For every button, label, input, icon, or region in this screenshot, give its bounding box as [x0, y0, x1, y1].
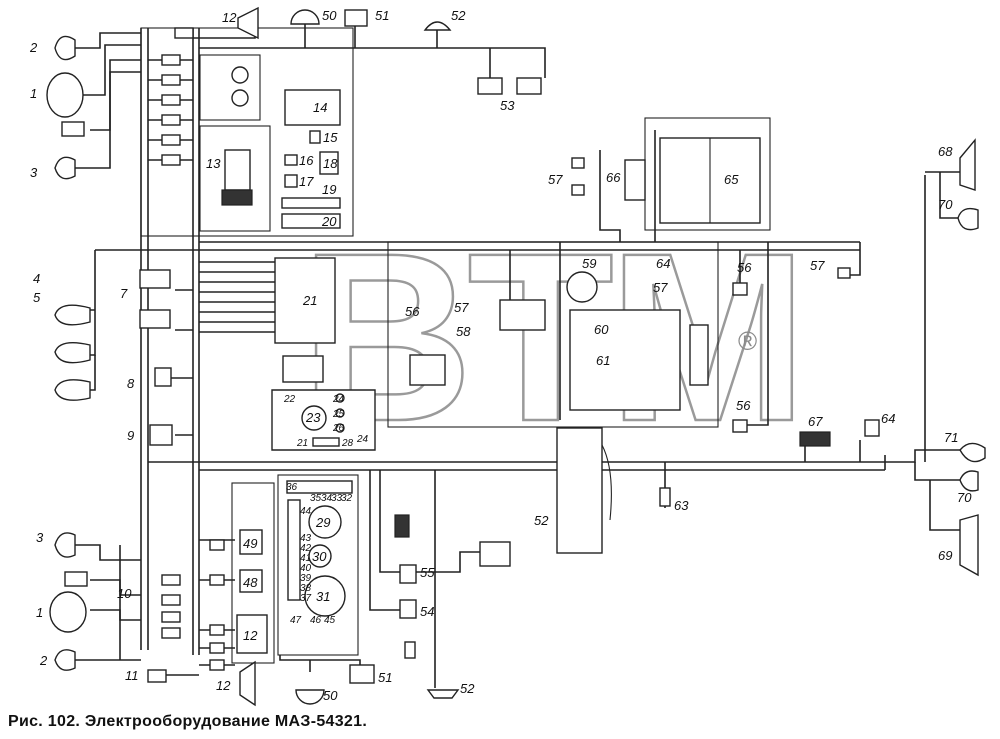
wires [72, 18, 960, 688]
label-1: 1 [30, 86, 37, 101]
label-60: 60 [594, 322, 609, 337]
label-20: 20 [321, 214, 337, 229]
label-13: 13 [206, 156, 221, 171]
label-25: 25 [332, 409, 345, 420]
label-23: 23 [305, 410, 321, 425]
label-56-lower: 56 [736, 398, 751, 413]
label-3: 3 [30, 165, 38, 180]
label-42: 42 [300, 543, 312, 554]
label-57-right: 57 [810, 258, 825, 273]
label-65: 65 [724, 172, 739, 187]
label-24-cluster: 24 [356, 434, 369, 445]
label-43: 43 [300, 533, 312, 544]
label-4: 4 [33, 271, 40, 286]
label-12-dash: 12 [243, 628, 258, 643]
label-50-lower: 50 [323, 688, 338, 703]
label-26: 26 [332, 423, 345, 434]
label-1-lower: 1 [36, 605, 43, 620]
label-67: 67 [808, 414, 823, 429]
label-52-tank: 52 [534, 513, 549, 528]
label-21: 21 [302, 293, 317, 308]
label-70-lower: 70 [957, 490, 972, 505]
label-16: 16 [299, 153, 314, 168]
label-10: 10 [117, 586, 132, 601]
label-52-lower: 52 [460, 681, 475, 696]
label-71: 71 [944, 430, 958, 445]
label-12-lower: 12 [216, 678, 231, 693]
label-7: 7 [120, 286, 128, 301]
label-52: 52 [451, 8, 466, 23]
label-53: 53 [500, 98, 515, 113]
label-31: 31 [316, 589, 330, 604]
label-48: 48 [243, 575, 258, 590]
label-37: 37 [300, 593, 312, 604]
label-66: 66 [606, 170, 621, 185]
label-39: 39 [300, 573, 312, 584]
label-56-engine: 56 [405, 304, 420, 319]
label-49: 49 [243, 536, 257, 551]
label-29: 29 [315, 515, 330, 530]
label-54: 54 [420, 604, 434, 619]
label-70-upper: 70 [938, 197, 953, 212]
label-18: 18 [323, 156, 338, 171]
label-57-upper: 57 [548, 172, 563, 187]
label-57-engine: 57 [653, 280, 668, 295]
label-34: 34 [321, 493, 333, 504]
label-56-upper: 56 [737, 260, 752, 275]
label-64-right: 64 [881, 411, 895, 426]
label-2: 2 [29, 40, 38, 55]
label-14: 14 [313, 100, 327, 115]
label-32: 32 [341, 493, 353, 504]
label-19: 19 [322, 182, 336, 197]
label-46: 46 [310, 615, 322, 626]
label-47: 47 [290, 615, 302, 626]
label-8: 8 [127, 376, 135, 391]
label-55: 55 [420, 565, 435, 580]
watermark-registered-mark: ® [738, 326, 757, 356]
label-30: 30 [312, 549, 327, 564]
label-38: 38 [300, 583, 312, 594]
label-61: 61 [596, 353, 610, 368]
label-57-mid: 57 [454, 300, 469, 315]
label-17: 17 [299, 174, 314, 189]
label-33: 33 [331, 493, 343, 504]
label-59: 59 [582, 256, 596, 271]
label-11: 11 [125, 668, 139, 683]
label-3-lower: 3 [36, 530, 44, 545]
label-12: 12 [222, 10, 237, 25]
label-51: 51 [375, 8, 389, 23]
label-69: 69 [938, 548, 952, 563]
label-9: 9 [127, 428, 134, 443]
label-45: 45 [324, 615, 336, 626]
label-2-lower: 2 [39, 653, 48, 668]
label-51-lower: 51 [378, 670, 392, 685]
label-35: 35 [310, 493, 322, 504]
label-68: 68 [938, 144, 953, 159]
label-5: 5 [33, 290, 41, 305]
label-36: 36 [286, 482, 298, 493]
label-63: 63 [674, 498, 689, 513]
label-21-cluster: 21 [296, 438, 308, 449]
component-labels: 12 50 51 52 53 2 1 3 14 15 16 17 18 19 1… [29, 8, 972, 703]
figure-caption: Рис. 102. Электрооборудование МАЗ-54321. [8, 713, 368, 730]
label-44: 44 [300, 506, 312, 517]
label-41: 41 [300, 553, 311, 564]
label-64-engine: 64 [656, 256, 670, 271]
label-22: 22 [283, 394, 296, 405]
label-50: 50 [322, 8, 337, 23]
label-15: 15 [323, 130, 338, 145]
label-58: 58 [456, 324, 471, 339]
label-40: 40 [300, 563, 312, 574]
components [46, 6, 986, 707]
label-24: 24 [332, 394, 345, 405]
label-28: 28 [341, 438, 354, 449]
